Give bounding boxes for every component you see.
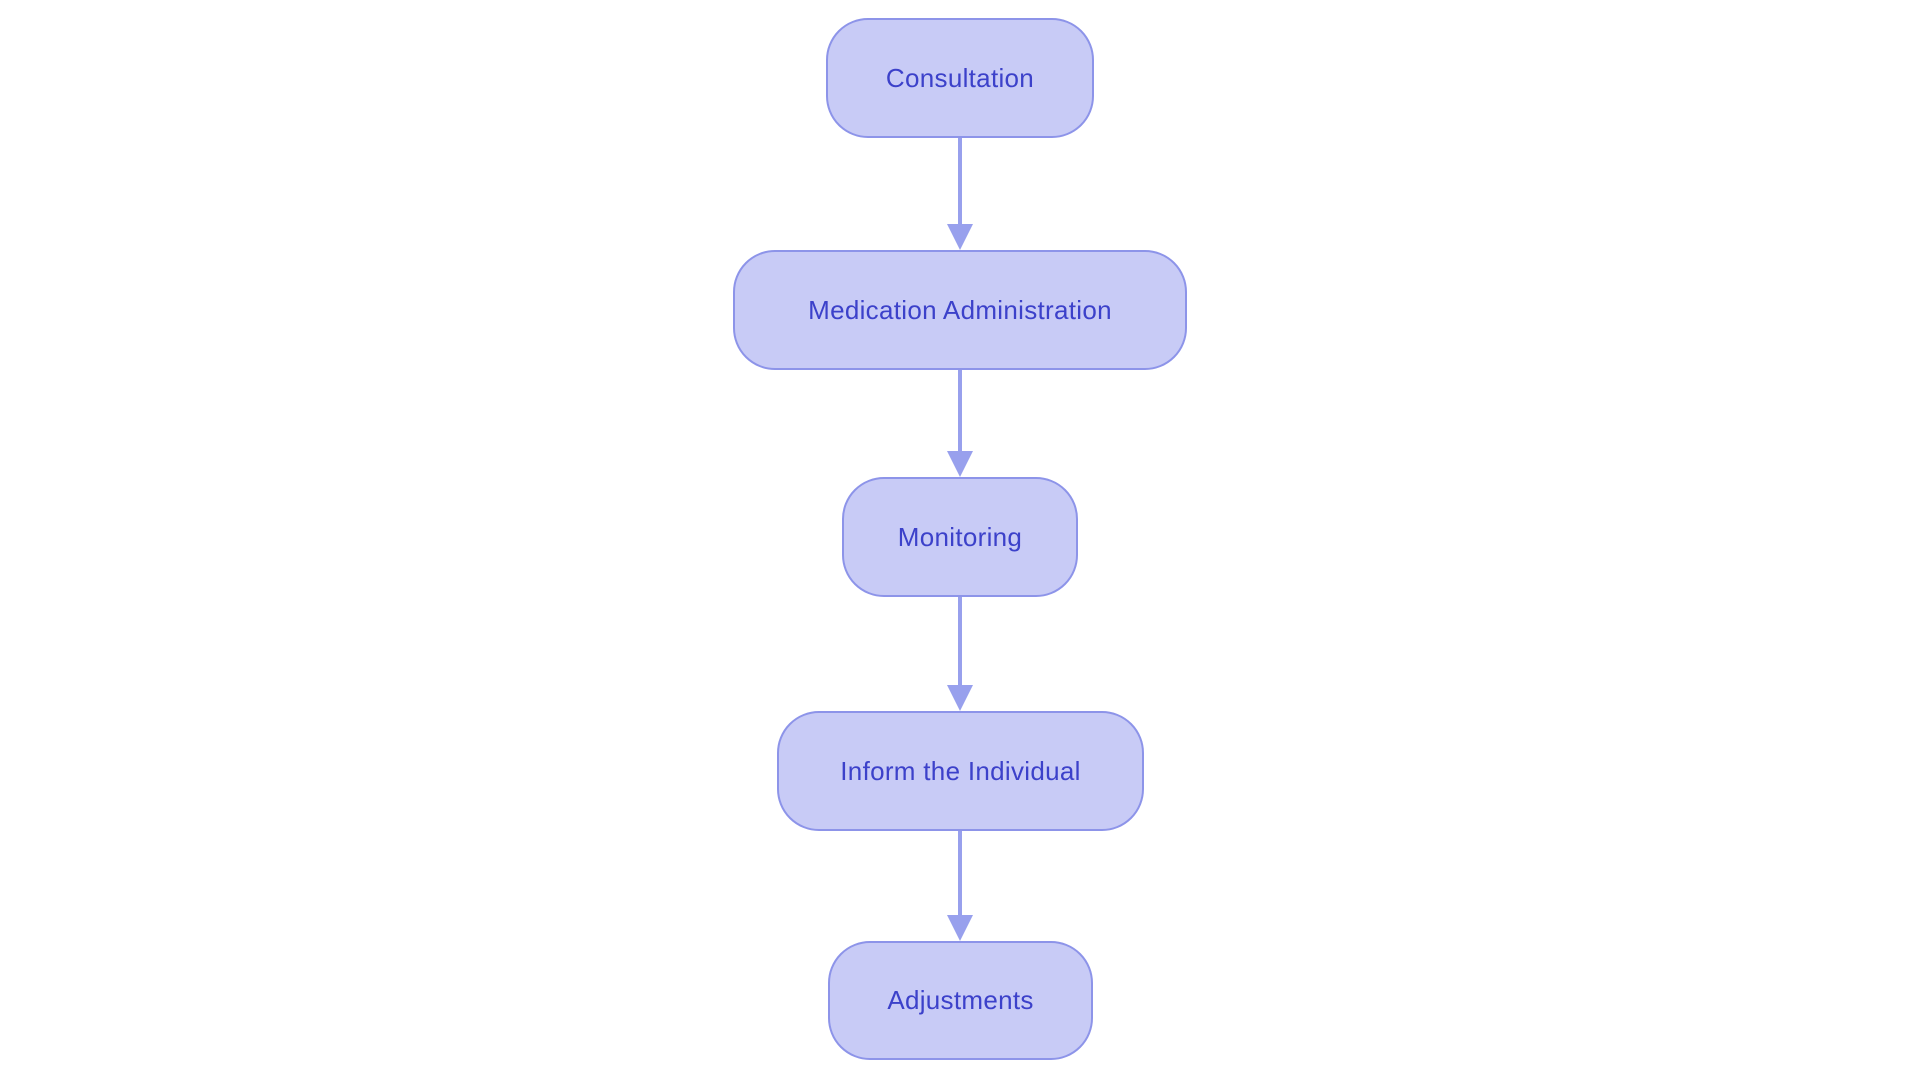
node-label: Monitoring <box>897 521 1023 552</box>
arrow-line <box>958 370 962 451</box>
arrowhead-icon <box>947 451 973 477</box>
arrow-line <box>958 138 962 224</box>
flow-node-adjustments: Adjustments <box>828 941 1093 1060</box>
node-label: Adjustments <box>887 985 1034 1015</box>
node-label: Inform the Individual <box>840 755 1081 786</box>
connector-arrow <box>947 831 973 941</box>
node-label: Consultation <box>885 62 1035 93</box>
node-label: Medication Administration <box>808 294 1112 325</box>
arrow-line <box>958 831 962 915</box>
flow-node-medication-administration: Medication Administration <box>733 250 1187 370</box>
connector-arrow <box>947 597 973 711</box>
flow-node-consultation: Consultation <box>826 18 1094 138</box>
arrowhead-icon <box>947 915 973 941</box>
connector-arrow <box>947 370 973 477</box>
arrowhead-icon <box>947 685 973 711</box>
connector-arrow <box>947 138 973 250</box>
flow-node-monitoring: Monitoring <box>842 477 1078 597</box>
flow-node-inform-the-individual: Inform the Individual <box>777 711 1144 831</box>
arrow-line <box>958 597 962 685</box>
arrowhead-icon <box>947 224 973 250</box>
